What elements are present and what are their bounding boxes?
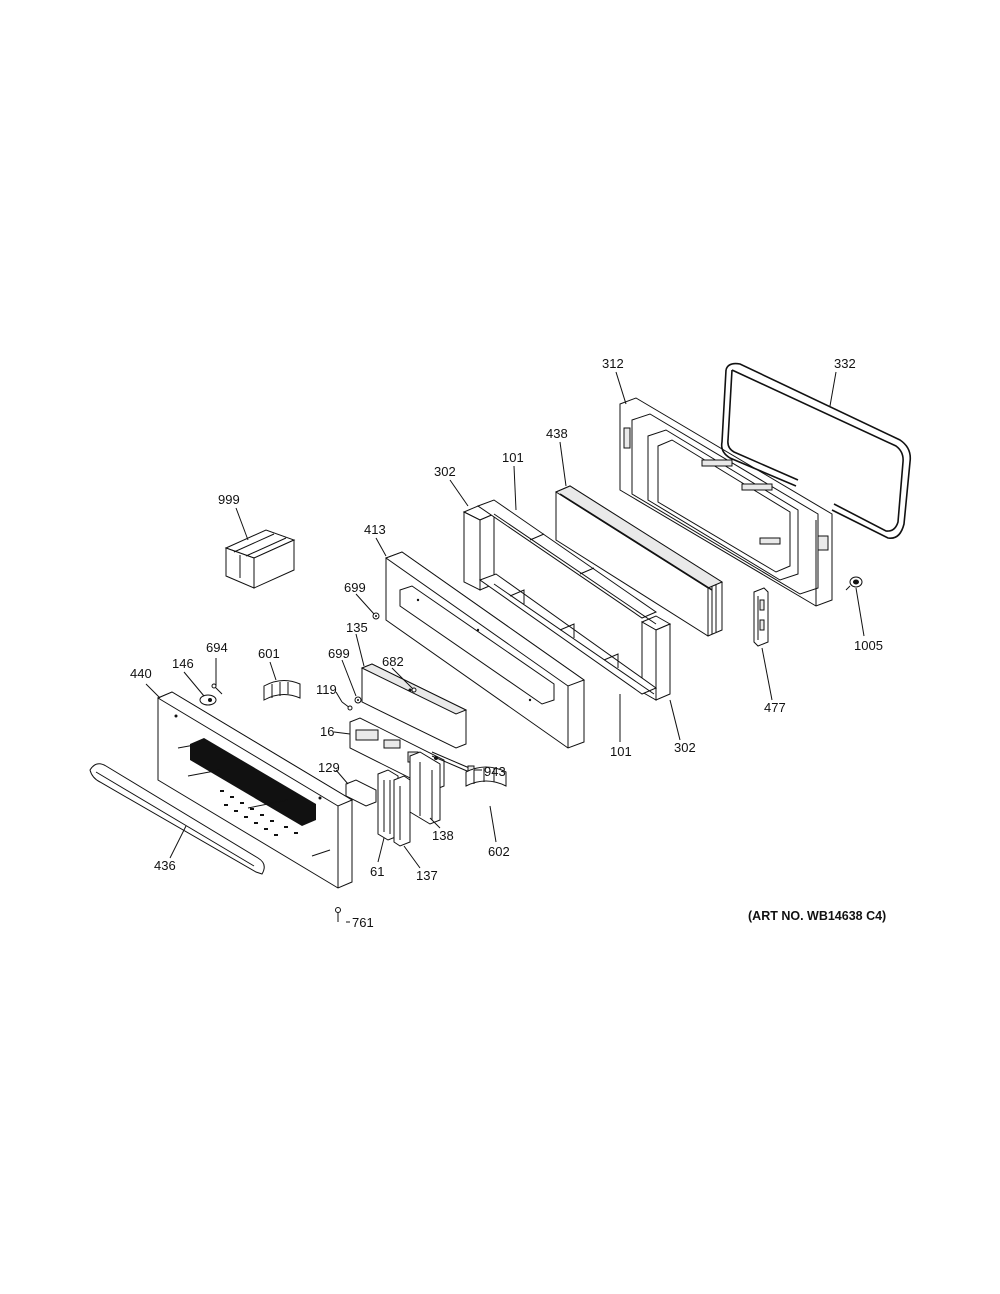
- label-312: 312: [602, 356, 624, 371]
- part-146-bracket: [199, 694, 217, 706]
- label-436: 436: [154, 858, 176, 873]
- part-302-101-insulation-frame: [462, 499, 672, 701]
- label-682: 682: [382, 654, 404, 669]
- part-699-screw-b: [354, 696, 362, 704]
- part-119-screw: [341, 701, 353, 711]
- part-761-screw: [335, 907, 341, 922]
- art-number: (ART NO. WB14638 C4): [748, 909, 886, 923]
- part-138-bracket: [409, 751, 441, 825]
- label-332: 332: [834, 356, 856, 371]
- part-682-screw: [407, 683, 417, 693]
- label-943: 943: [484, 764, 506, 779]
- label-135: 135: [346, 620, 368, 635]
- label-999: 999: [218, 492, 240, 507]
- part-694-screw: [211, 683, 223, 695]
- label-1005: 1005: [854, 638, 883, 653]
- part-labels: 999 413 302 101 438 312 332 1005 477 302…: [130, 356, 886, 930]
- part-602-ribbon: [465, 766, 507, 787]
- label-413: 413: [364, 522, 386, 537]
- part-477-bracket: [753, 587, 769, 647]
- part-999-box: [224, 529, 296, 589]
- label-119: 119: [316, 682, 337, 697]
- label-138: 138: [432, 828, 454, 843]
- label-601: 601: [258, 646, 280, 661]
- label-761: 761: [352, 915, 374, 930]
- part-137-board: [393, 775, 411, 847]
- label-699-bottom: 699: [328, 646, 350, 661]
- part-61-board: [377, 769, 399, 841]
- label-694: 694: [206, 640, 228, 655]
- part-440-control-panel: [156, 691, 354, 889]
- part-413-inner-panel: [384, 551, 586, 749]
- label-699-top: 699: [344, 580, 366, 595]
- label-129: 129: [318, 760, 340, 775]
- label-146: 146: [172, 656, 194, 671]
- label-61: 61: [370, 864, 384, 879]
- part-312-door-frame: [619, 397, 833, 607]
- label-477: 477: [764, 700, 786, 715]
- part-699-screw-a: [372, 612, 380, 620]
- part-332-gasket: [720, 362, 912, 540]
- label-16: 16: [320, 724, 334, 739]
- label-438: 438: [546, 426, 568, 441]
- part-436-handle: [89, 763, 265, 875]
- label-101-top: 101: [502, 450, 524, 465]
- label-440: 440: [130, 666, 152, 681]
- leader-lines: [145, 371, 865, 923]
- part-1005-fastener: [845, 576, 863, 591]
- part-438-glass-pack: [554, 485, 724, 637]
- label-602: 602: [488, 844, 510, 859]
- part-601-ribbon: [263, 680, 301, 701]
- label-137: 137: [416, 868, 438, 883]
- label-101-bottom: 101: [610, 744, 632, 759]
- label-302-top: 302: [434, 464, 456, 479]
- label-302-bottom: 302: [674, 740, 696, 755]
